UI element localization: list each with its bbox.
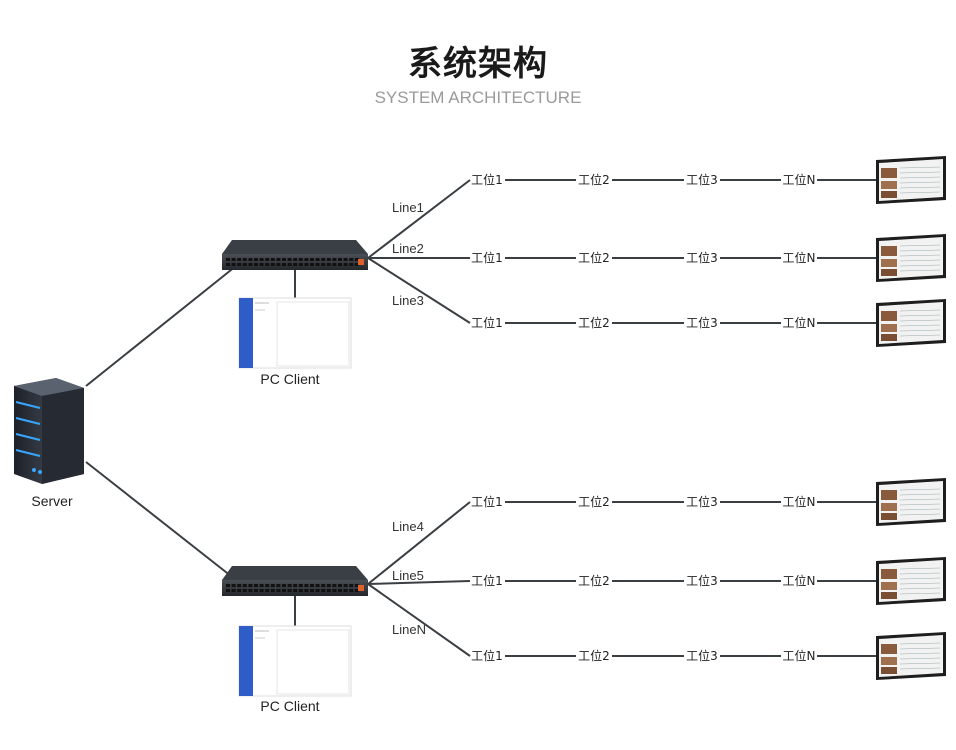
station-label: 工位3 <box>686 494 718 509</box>
display-monitor-icon <box>876 478 946 526</box>
display-monitor-icon <box>876 557 946 605</box>
station-label: 工位2 <box>578 315 610 330</box>
pc-client-label: PC Client <box>260 371 319 387</box>
production-line: LineN 工位1 工位2 工位3 工位N <box>367 583 946 680</box>
station-label: 工位2 <box>578 172 610 187</box>
station-label: 工位3 <box>686 250 718 265</box>
production-line: Line2 工位1 工位2 工位3 工位N <box>368 234 946 282</box>
display-monitor-icon <box>876 156 946 204</box>
station-label: 工位2 <box>578 648 610 663</box>
production-line: Line1 工位1 工位2 工位3 工位N <box>367 156 946 259</box>
station-label: 工位1 <box>471 494 503 509</box>
station-label: 工位N <box>783 494 816 509</box>
display-monitor-icon <box>876 234 946 282</box>
line-label: Line3 <box>392 293 424 308</box>
production-line: Line3 工位1 工位2 工位3 工位N <box>367 257 946 347</box>
branch-link <box>367 583 471 657</box>
line-label: LineN <box>392 622 426 637</box>
display-monitor-icon <box>876 299 946 347</box>
station-label: 工位N <box>783 172 816 187</box>
trunk-link <box>85 265 237 387</box>
display-monitor-icon <box>876 632 946 680</box>
pc-client-label: PC Client <box>260 698 319 714</box>
line-label: Line4 <box>392 519 424 534</box>
station-label: 工位1 <box>471 315 503 330</box>
production-line: Line5 工位1 工位2 工位3 工位N <box>367 557 946 605</box>
switch-group: PC Client Line1 工位1 工位2 工位3 工位N Line2 工位1 工位2 工位3… <box>222 156 946 387</box>
server-label: Server <box>31 493 73 509</box>
station-label: 工位N <box>783 573 816 588</box>
station-label: 工位2 <box>578 250 610 265</box>
branch-link <box>367 580 471 585</box>
trunk-links <box>85 265 237 581</box>
station-label: 工位3 <box>686 648 718 663</box>
branch-link <box>367 179 471 259</box>
station-label: 工位3 <box>686 172 718 187</box>
switch-group: PC Client Line4 工位1 工位2 工位3 工位N Line5 工位1 工位2 工位3… <box>222 478 946 714</box>
pc-client-thumbnail <box>238 625 352 697</box>
pc-client-thumbnail <box>238 297 352 369</box>
trunk-link <box>85 461 237 581</box>
production-line: Line4 工位1 工位2 工位3 工位N <box>367 478 946 585</box>
station-label: 工位1 <box>471 172 503 187</box>
station-label: 工位N <box>783 315 816 330</box>
server-icon <box>14 378 84 484</box>
page-title: 系统架构 <box>408 44 548 84</box>
page-subtitle: SYSTEM ARCHITECTURE <box>374 88 582 107</box>
server-node: Server <box>14 378 84 509</box>
network-switch-icon <box>222 240 368 270</box>
station-label: 工位2 <box>578 494 610 509</box>
line-label: Line1 <box>392 200 424 215</box>
station-label: 工位3 <box>686 573 718 588</box>
station-label: 工位3 <box>686 315 718 330</box>
branch-link <box>367 257 471 324</box>
station-label: 工位2 <box>578 573 610 588</box>
network-switch-icon <box>222 566 368 596</box>
line-label: Line5 <box>392 568 424 583</box>
station-label: 工位1 <box>471 648 503 663</box>
station-label: 工位N <box>783 648 816 663</box>
station-label: 工位N <box>783 250 816 265</box>
station-label: 工位1 <box>471 250 503 265</box>
station-label: 工位1 <box>471 573 503 588</box>
branch-link <box>367 501 471 585</box>
line-label: Line2 <box>392 241 424 256</box>
